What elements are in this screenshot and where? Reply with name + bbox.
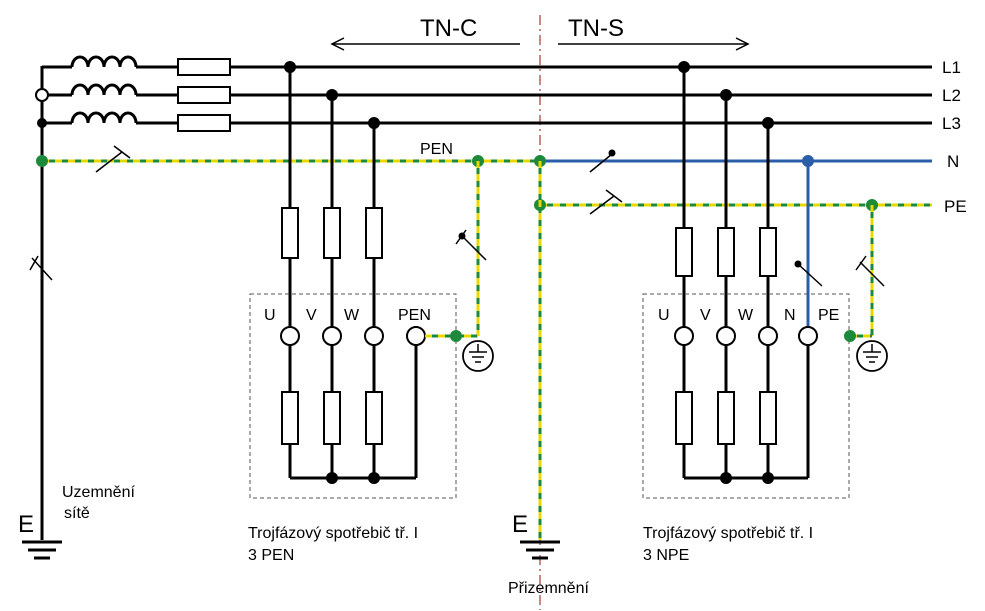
terminal-right-u [674, 326, 694, 346]
load-right-v [717, 391, 735, 445]
source-fuse-l3 [177, 114, 231, 132]
source-earth-symbol [22, 540, 62, 560]
pen-node-source [36, 155, 48, 167]
n-switch-symbol [589, 149, 616, 173]
consumer-left-caption-1: Trojfázový spotřebič tř. I [248, 525, 418, 542]
terminal-label-right-w: W [738, 307, 754, 324]
label-pen: PEN [420, 141, 453, 158]
load-left-v [323, 391, 341, 445]
terminal-left-w [364, 326, 384, 346]
n-switch-right [794, 260, 823, 287]
label-pe: PE [944, 197, 967, 216]
pe-node-left [450, 330, 462, 342]
terminal-label-left-pen: PEN [398, 307, 431, 324]
consumer-right-caption-2: 3 NPE [643, 547, 689, 564]
source-earth-label-1: Uzemnění [62, 484, 135, 501]
fuse-left-w [365, 207, 383, 259]
terminal-label-left-w: W [344, 307, 360, 324]
mid-earth-symbol [520, 540, 560, 560]
pe-switch-left [455, 229, 487, 261]
mid-earth-label: Přizemnění [508, 580, 589, 597]
tn-s-arrowhead [735, 37, 750, 51]
fuse-right-v [717, 227, 735, 277]
load-right-u [675, 391, 693, 445]
label-n: N [947, 152, 959, 171]
fuse-right-w [759, 227, 777, 277]
source-fuse-l2 [177, 86, 231, 104]
pe-switch-symbol [589, 189, 623, 215]
pe-node-right [844, 330, 856, 342]
terminal-right-n [798, 326, 818, 346]
terminal-right-w [758, 326, 778, 346]
source-fuse-l1 [177, 58, 231, 76]
terminal-left-u [280, 326, 300, 346]
pe-drop-left [425, 161, 480, 338]
pe-switch-right [855, 255, 885, 287]
label-l2: L2 [942, 86, 961, 105]
source-earth-switch-symbol [29, 255, 53, 281]
load-left-u [281, 391, 299, 445]
terminal-right-v [716, 326, 736, 346]
consumer-left-box [249, 293, 457, 499]
label-l3: L3 [942, 114, 961, 133]
consumer-right-box [642, 293, 850, 499]
load-right-w [759, 391, 777, 445]
ground-icon-left [462, 340, 494, 372]
inductor-l3 [42, 111, 138, 125]
section-label-tn-s: TN-S [568, 15, 624, 42]
terminal-label-right-n: N [784, 307, 796, 324]
tn-c-arrowhead [330, 37, 345, 51]
terminal-label-left-v: V [306, 307, 317, 324]
star-point-node [37, 118, 47, 128]
terminal-label-right-v: V [700, 307, 711, 324]
label-l1: L1 [942, 58, 961, 77]
inductor-l2 [48, 83, 138, 97]
pen-switch-symbol [95, 145, 131, 173]
mid-earth-letter: E [512, 511, 528, 538]
star-point-open [35, 88, 49, 102]
section-label-tn-c: TN-C [420, 15, 477, 42]
inductor-l1 [42, 55, 138, 69]
load-left-w [365, 391, 383, 445]
terminal-label-left-u: U [264, 307, 276, 324]
terminal-label-right-u: U [658, 307, 670, 324]
fuse-left-v [323, 207, 341, 259]
terminal-left-pen [406, 326, 426, 346]
fuse-right-u [675, 227, 693, 277]
source-earth-letter: E [18, 511, 34, 538]
consumer-left-caption-2: 3 PEN [248, 547, 294, 564]
fuse-left-u [281, 207, 299, 259]
consumer-right-caption-1: Trojfázový spotřebič tř. I [643, 525, 813, 542]
source-earth-label-2: sítě [64, 505, 90, 522]
terminal-label-right-pe: PE [818, 307, 839, 324]
terminal-left-v [322, 326, 342, 346]
ground-icon-right [856, 340, 888, 372]
